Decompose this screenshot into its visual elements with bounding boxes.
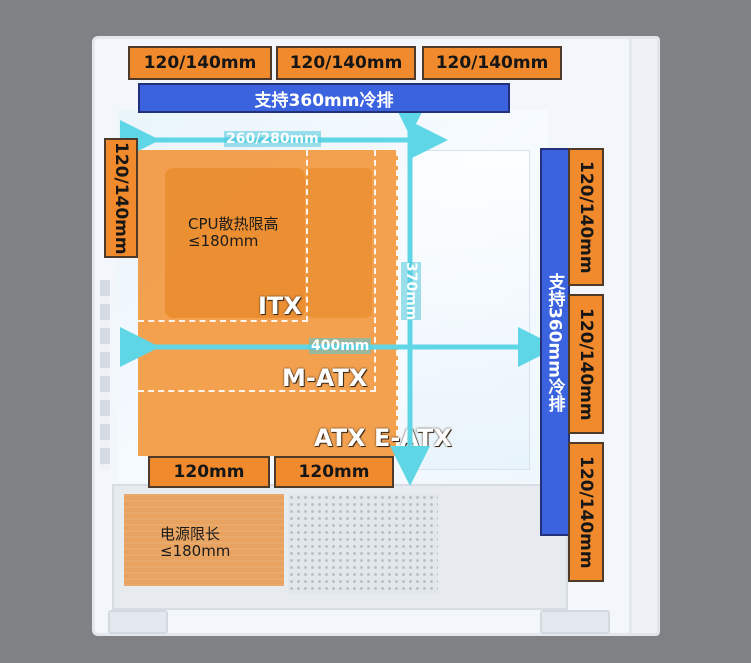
top-fan-2: 120/140mm bbox=[276, 46, 416, 80]
top-fan-3: 120/140mm bbox=[422, 46, 562, 80]
top-fan-1: 120/140mm bbox=[128, 46, 272, 80]
itx-label: ITX bbox=[258, 292, 302, 320]
cpu-cooler-zone bbox=[165, 168, 305, 318]
bottom-fan-1: 120mm bbox=[148, 456, 270, 488]
case-foot-right bbox=[540, 610, 610, 634]
rear-fan: 120/140mm bbox=[104, 138, 138, 258]
cpu-cooler-line2: ≤180mm bbox=[188, 232, 259, 250]
bottom-fan-2: 120mm bbox=[274, 456, 394, 488]
psu-length-zone bbox=[124, 494, 284, 586]
front-fan-3: 120/140mm bbox=[568, 442, 604, 582]
ram-slot-zone bbox=[306, 168, 372, 318]
front-fan-1-label: 120/140mm bbox=[576, 160, 596, 274]
psu-length-label: 电源限长 ≤180mm bbox=[160, 526, 280, 560]
front-fan-3-label: 120/140mm bbox=[576, 455, 596, 569]
psu-length-line2: ≤180mm bbox=[160, 542, 231, 560]
dimension-vertical-label: 370mm bbox=[401, 262, 421, 321]
rear-fan-label: 120/140mm bbox=[111, 141, 131, 255]
front-radiator-label: 支持360mm冷排 bbox=[544, 272, 565, 412]
dimension-horizontal-label: 400mm bbox=[309, 338, 372, 354]
glass-reflection bbox=[410, 150, 530, 470]
rear-io-slots bbox=[100, 280, 110, 470]
front-fan-2: 120/140mm bbox=[568, 294, 604, 434]
dimension-top-width-label: 260/280mm bbox=[224, 131, 321, 147]
psu-length-line1: 电源限长 bbox=[160, 525, 221, 543]
matx-outline bbox=[138, 150, 376, 392]
matx-label: M-ATX bbox=[282, 364, 368, 392]
case-foot-left bbox=[108, 610, 168, 634]
cpu-cooler-line1: CPU散热限高 bbox=[188, 215, 279, 233]
top-radiator-bar: 支持360mm冷排 bbox=[138, 83, 510, 113]
cpu-cooler-label: CPU散热限高 ≤180mm bbox=[188, 216, 308, 250]
front-fan-1: 120/140mm bbox=[568, 148, 604, 286]
itx-outline bbox=[138, 150, 308, 322]
psu-mesh-vent bbox=[288, 494, 438, 594]
front-radiator-bar: 支持360mm冷排 bbox=[540, 148, 570, 536]
front-fan-2-label: 120/140mm bbox=[576, 307, 596, 421]
